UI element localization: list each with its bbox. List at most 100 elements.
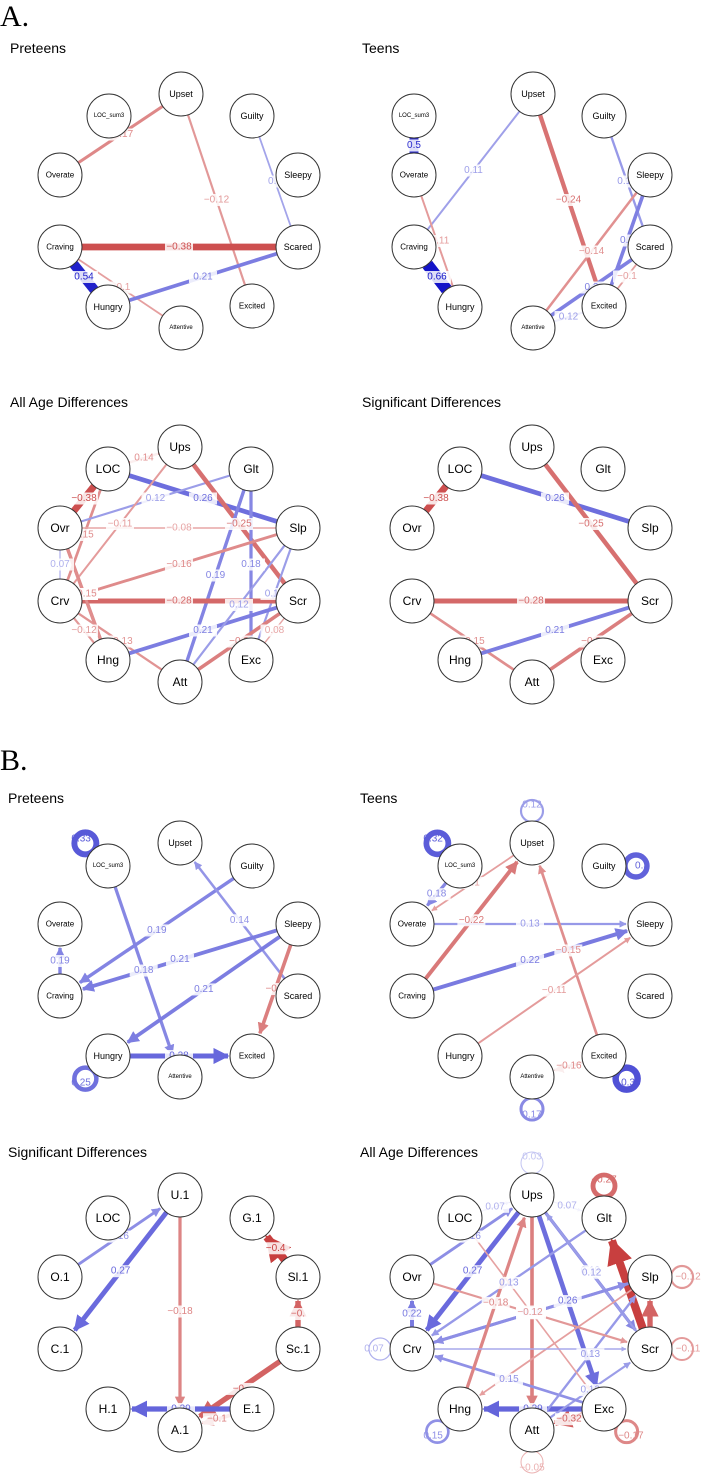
- node-loc: LOC: [437, 1195, 483, 1241]
- edge-weight-label: −0.14: [579, 246, 605, 257]
- node-circle: [509, 659, 555, 705]
- edge-weight-label: −0.1: [111, 282, 131, 293]
- node-circle: [391, 93, 437, 139]
- edge-labels: −0.27−0.12−0.11−0.170.15−0.050.070.030.2…: [364, 1152, 701, 1474]
- node-circle: [157, 820, 203, 866]
- node-circle: [510, 305, 556, 351]
- node-crv: Crv: [389, 1326, 435, 1372]
- node-circle: [581, 1195, 627, 1241]
- edge-weight-label: −0.18: [167, 1306, 193, 1317]
- node-scr: Sc.1: [275, 1326, 321, 1372]
- node-circle: [627, 224, 673, 270]
- edge-weight-label: 0.18: [427, 889, 447, 900]
- node-slp: Slp: [627, 1254, 673, 1300]
- edge-label-bg: [225, 518, 253, 530]
- node-ups: Ups: [509, 1172, 555, 1218]
- node-circle: [627, 901, 673, 947]
- edge-weight-label: 0.15: [423, 1430, 443, 1441]
- node-label: Hng: [97, 653, 119, 667]
- node-ovr: Overate: [389, 901, 435, 947]
- edge-label-bg: [481, 1296, 510, 1309]
- edge-weight-label: 0.1: [268, 176, 282, 187]
- edge-label-bg: [458, 1265, 487, 1278]
- node-label: Hungry: [93, 302, 123, 312]
- node-glt: Guilty: [581, 93, 627, 139]
- node-label: Overate: [400, 171, 429, 180]
- edge-weight-label: 0.21: [545, 625, 565, 636]
- node-circle: [389, 1254, 435, 1300]
- node-glt: Guilty: [229, 843, 275, 889]
- node-label: Sleepy: [636, 170, 664, 180]
- edge-weight-label: −0.11: [676, 1344, 701, 1355]
- node-scr: Scr: [275, 578, 321, 624]
- edge-weight-label: −0.27: [591, 1175, 617, 1186]
- node-label: Hungry: [445, 302, 475, 312]
- node-label: Upset: [168, 838, 192, 848]
- edge-weight-label: 0.12: [580, 1385, 600, 1396]
- node-att: Att: [509, 1407, 555, 1453]
- node-label: G.1: [242, 1211, 262, 1225]
- node-circle: [437, 446, 483, 492]
- node-circle: [627, 505, 673, 551]
- edge-weight-label: −0.08: [166, 523, 192, 534]
- node-label: Sc.1: [286, 1342, 310, 1356]
- edge-weight-label: 0.12: [522, 800, 542, 811]
- edge-weight-label: 0.15: [74, 530, 94, 541]
- node-label: Att: [525, 675, 540, 689]
- edge-label-bg: [201, 569, 230, 582]
- node-label: Glt: [596, 1211, 612, 1225]
- edge-label-bg: [398, 1308, 426, 1320]
- edge-weight-label: 0.21: [194, 984, 214, 995]
- node-ovr: Overate: [391, 152, 437, 198]
- edge-label-bg: [554, 311, 583, 323]
- node-label: LOC_sum3: [93, 863, 124, 869]
- node-circle: [158, 71, 204, 117]
- node-label: Attentive: [168, 1074, 192, 1080]
- edge-weight-label: 0.26: [545, 493, 565, 504]
- node-label: Exc: [241, 653, 261, 667]
- edge-labels: −0.380.140.260.150.12−0.08−0.19−0.25−0.1…: [46, 452, 289, 648]
- node-label: Ovr: [402, 1270, 421, 1284]
- node-ovr: Ovr: [389, 1254, 435, 1300]
- node-circle: [275, 224, 321, 270]
- node-exc: Exc: [228, 637, 274, 683]
- node-hng: H.1: [85, 1386, 131, 1432]
- edge-label-bg: [541, 624, 569, 637]
- edge-label-bg: [225, 599, 253, 611]
- node-label: LOC_sum3: [94, 113, 125, 119]
- section-a-label: A.: [0, 0, 29, 33]
- node-scr: Scr: [627, 1326, 673, 1372]
- node-ups: Ups: [157, 424, 203, 470]
- node-hng: Hungry: [437, 1033, 483, 1079]
- node-circle: [85, 1195, 131, 1241]
- node-circle: [85, 1033, 131, 1079]
- node-loc: LOC_sum3: [437, 843, 483, 889]
- node-circle: [229, 843, 275, 889]
- node-circle: [229, 1195, 275, 1241]
- node-exc: Exc: [580, 637, 626, 683]
- node-circle: [86, 93, 132, 139]
- node-circle: [228, 446, 274, 492]
- node-loc: LOC_sum3: [85, 843, 131, 889]
- edge-label-bg: [554, 1413, 583, 1426]
- edge-label-bg: [494, 1373, 523, 1386]
- panel-title: All Age Differences: [10, 394, 128, 410]
- node-hng: Hng: [437, 637, 483, 683]
- self-loop-edge: [423, 829, 452, 858]
- node-label: Guilty: [240, 861, 264, 871]
- node-loc: LOC: [85, 1195, 131, 1241]
- node-label: Hng: [449, 653, 471, 667]
- node-exc: E.1: [229, 1386, 275, 1432]
- edge-weight-label: −0.1: [207, 1414, 227, 1425]
- node-circle: [389, 973, 435, 1019]
- edge-weight-label: 0.12: [265, 589, 285, 600]
- node-circle: [391, 224, 437, 270]
- edge-label-bg: [577, 1266, 606, 1279]
- edge-weight-label: 0.07: [364, 1344, 384, 1355]
- node-ups: U.1: [157, 1172, 203, 1218]
- edge-label-bg: [261, 1242, 290, 1255]
- edge-label-bg: [554, 944, 583, 957]
- node-label: Upset: [520, 838, 544, 848]
- self-loop-edge: [425, 1419, 450, 1444]
- node-circle: [437, 843, 483, 889]
